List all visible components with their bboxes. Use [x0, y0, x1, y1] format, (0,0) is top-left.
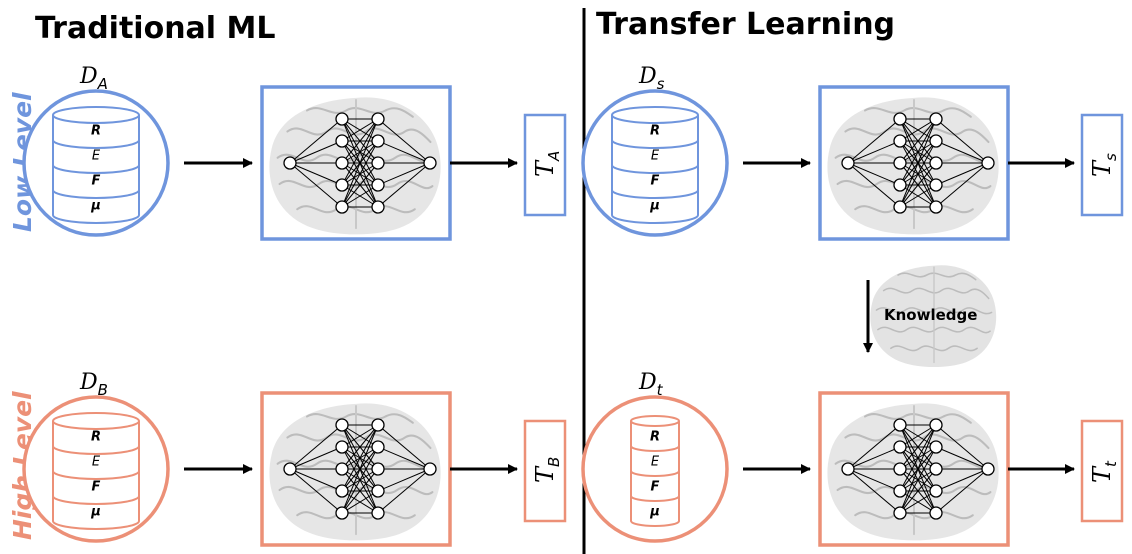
- dataset-label-B: DB: [79, 370, 108, 399]
- task-box-t: [1080, 419, 1124, 523]
- cylinder-row-label: μ: [649, 199, 660, 214]
- heading-transfer-learning: Transfer Learning: [596, 7, 895, 42]
- task-box-s: [1080, 113, 1124, 217]
- heading-traditional-ml: Traditional ML: [35, 11, 276, 46]
- cylinder-row-label: F: [651, 480, 660, 495]
- cylinder-row-label: F: [92, 174, 101, 189]
- task-label-t: Tt: [1088, 460, 1120, 483]
- dataset-label-A: DA: [79, 64, 108, 93]
- cylinder-row-label: R: [650, 124, 660, 139]
- knowledge-label: Knowledge: [884, 306, 977, 324]
- dataset-label-t: Dt: [638, 370, 664, 399]
- task-box-B: [523, 419, 567, 523]
- cylinder-row-label: F: [651, 174, 660, 189]
- cylinder-row-label: E: [92, 149, 101, 164]
- task-label-s: Ts: [1088, 153, 1120, 177]
- cylinder-row-label: F: [92, 480, 101, 495]
- cylinder-row-label: E: [92, 455, 101, 470]
- knowledge-transfer: Knowledge: [863, 265, 997, 368]
- neural-network-icon: [841, 112, 995, 214]
- cylinder-row-label: E: [651, 149, 660, 164]
- cylinder-row-label: μ: [649, 505, 660, 520]
- neural-network-icon: [283, 418, 437, 520]
- neural-network-icon: [283, 112, 437, 214]
- cylinder-row-label: μ: [90, 505, 101, 520]
- neural-network-icon: [841, 418, 995, 520]
- cylinder-row-label: R: [91, 124, 101, 139]
- cylinder-row-label: μ: [90, 199, 101, 214]
- cylinder-row-label: R: [650, 430, 660, 445]
- task-label-B: TB: [531, 457, 563, 483]
- cylinder-row-label: R: [91, 430, 101, 445]
- cylinder-row-label: E: [651, 455, 660, 470]
- task-box-A: [523, 113, 567, 217]
- dataset-label-s: Ds: [638, 64, 665, 93]
- task-label-A: TA: [531, 151, 563, 177]
